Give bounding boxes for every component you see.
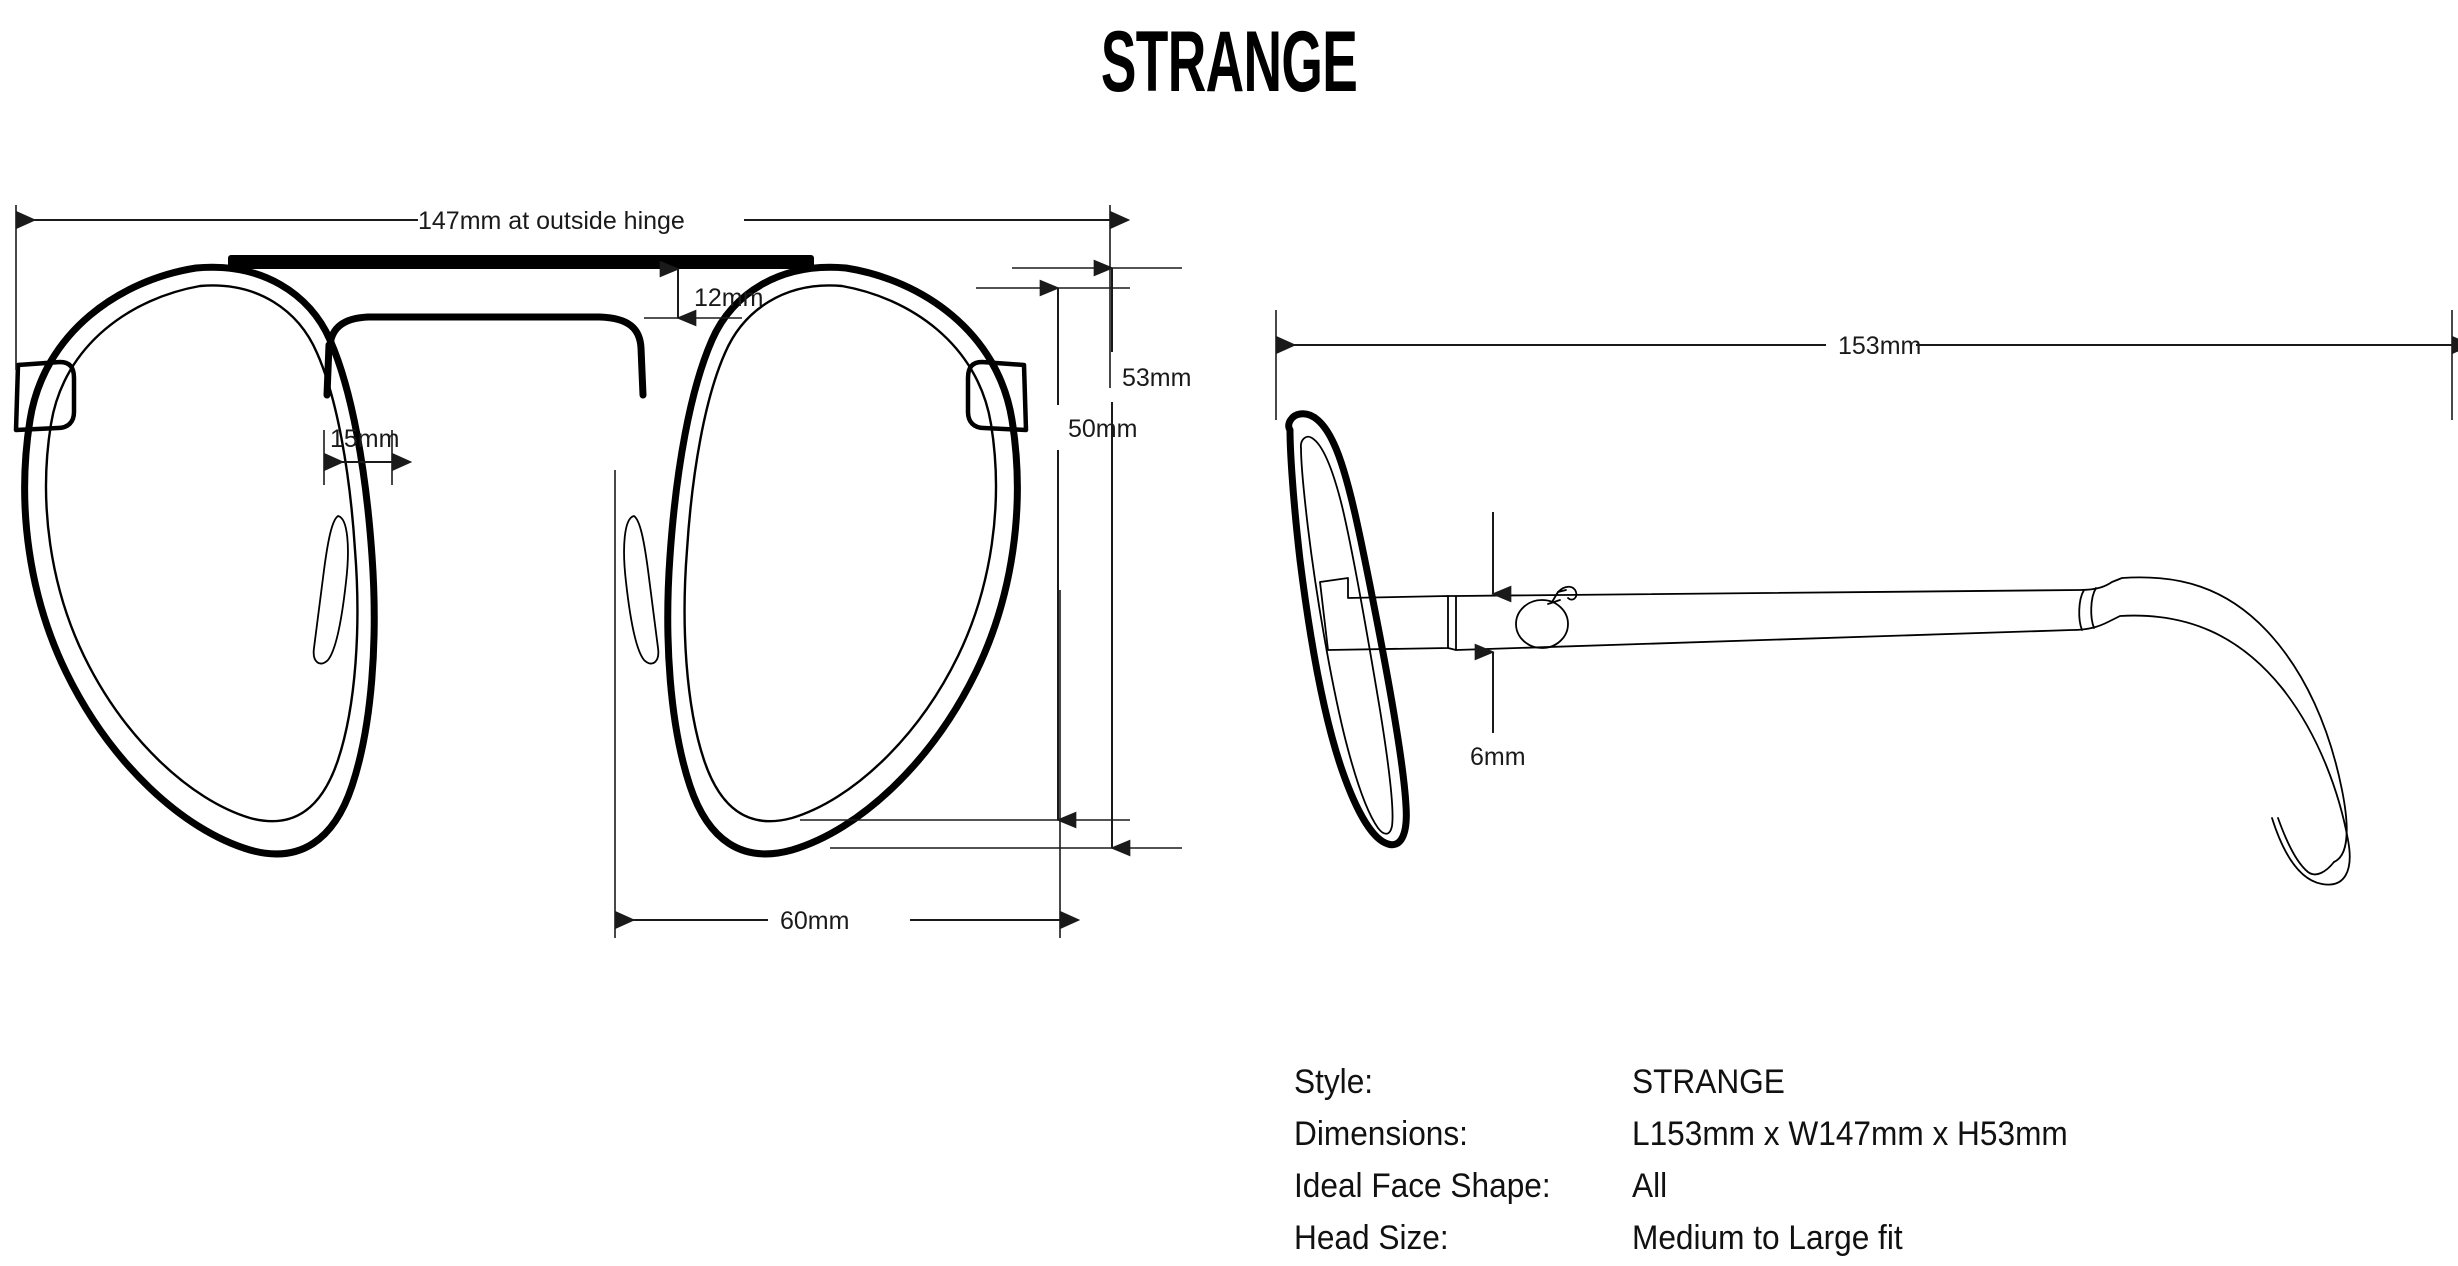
spec-label-head-size: Head Size: <box>1294 1219 1449 1257</box>
left-lens-outer-rim <box>21 263 378 858</box>
right-lens-inner-rim <box>683 284 998 823</box>
spec-label-style: Style: <box>1294 1063 1374 1101</box>
spec-row-dimensions: Dimensions: L153mm x W147mm x H53mm <box>1294 1108 2454 1160</box>
spec-row-style: Style: STRANGE <box>1294 1056 2454 1108</box>
dimension-label-temple-thickness: 6mm <box>1470 743 1526 771</box>
spec-row-face-shape: Ideal Face Shape: All <box>1294 1160 2454 1212</box>
dimension-bridge-width: 15mm <box>323 425 413 485</box>
dimension-temple-length: 153mm <box>1275 310 2458 420</box>
temple-hinge-joint-second <box>2090 587 2097 629</box>
left-nose-pad <box>312 515 349 665</box>
side-lens-outer-profile <box>1285 410 1410 849</box>
right-nose-pad <box>623 515 660 665</box>
nose-bridge <box>326 313 647 399</box>
spec-value-face-shape: All <box>1632 1167 1668 1205</box>
spec-table: Style: STRANGE Dimensions: L153mm x W147… <box>1294 1056 2454 1264</box>
page-title: STRANGE <box>1100 14 1358 110</box>
spec-value-dimensions: L153mm x W147mm x H53mm <box>1632 1115 2068 1153</box>
right-lens-outer-rim <box>664 263 1021 858</box>
temple-arm-lower-edge <box>1447 614 2351 886</box>
front-view: 147mm at outside hinge 12mm 15mm 53mm <box>13 205 1191 938</box>
temple-tip <box>2277 817 2335 876</box>
temple-hinge-joint <box>2078 589 2085 631</box>
dimension-label-bridge-width: 15mm <box>330 425 399 453</box>
dimension-bridge-drop: 12mm <box>644 260 763 327</box>
dimension-label-lens-width: 60mm <box>780 907 849 935</box>
dimension-label-temple-length: 153mm <box>1838 332 1921 360</box>
dimension-frame-height: 53mm <box>830 259 1191 857</box>
dimension-temple-thickness: 6mm <box>1470 512 1526 771</box>
dimension-label-lens-height: 50mm <box>1068 415 1137 443</box>
side-view: 153mm 6mm <box>1275 310 2458 886</box>
dimension-lens-height: 50mm <box>800 279 1137 829</box>
spec-label-dimensions: Dimensions: <box>1294 1115 1468 1153</box>
dimension-label-overall-width: 147mm at outside hinge <box>418 207 685 235</box>
side-lens-inner-profile <box>1300 435 1394 835</box>
right-hinge-tab <box>965 359 1029 433</box>
left-hinge-tab <box>13 359 77 433</box>
spec-value-style: STRANGE <box>1632 1063 1785 1101</box>
spec-value-head-size: Medium to Large fit <box>1632 1219 1903 1257</box>
bomb-logo <box>1515 585 1578 649</box>
dimension-overall-width: 147mm at outside hinge <box>15 205 1131 388</box>
dimension-lens-width: 60mm <box>614 470 1081 938</box>
spec-label-face-shape: Ideal Face Shape: <box>1294 1167 1551 1205</box>
nose-bridge-left-leg <box>323 341 333 399</box>
top-brow-bar <box>228 255 814 269</box>
dimension-label-frame-height: 53mm <box>1122 364 1191 392</box>
left-lens-inner-rim <box>44 284 359 823</box>
spec-row-head-size: Head Size: Medium to Large fit <box>1294 1212 2454 1264</box>
dimension-label-bridge-drop: 12mm <box>694 284 763 312</box>
temple-arm-upper-edge <box>1447 576 2348 863</box>
